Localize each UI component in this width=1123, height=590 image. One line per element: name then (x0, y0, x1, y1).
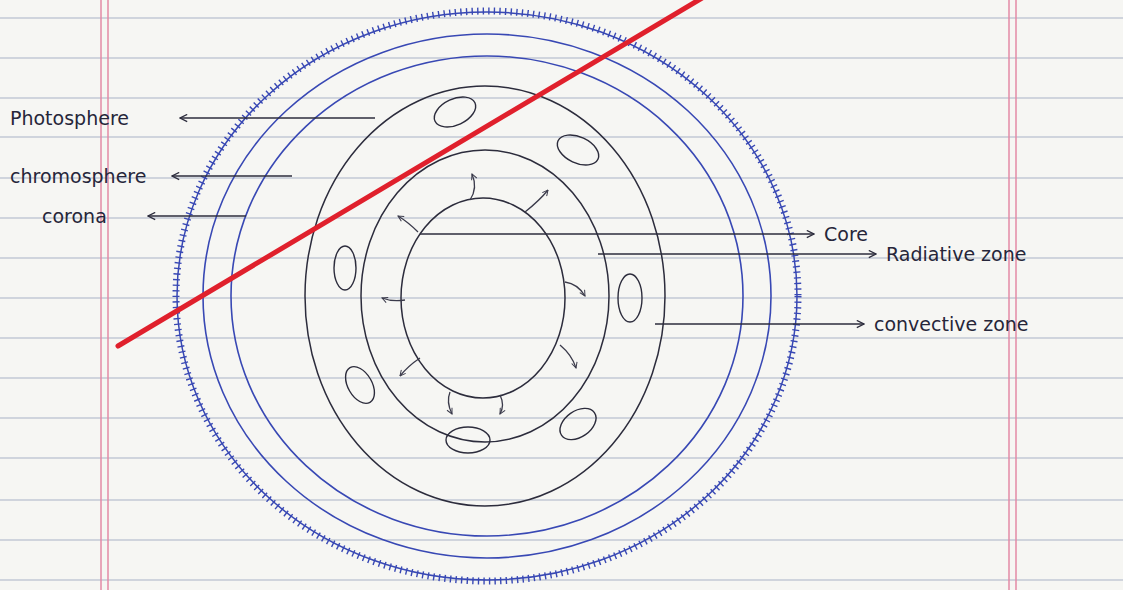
convection-cells (334, 91, 642, 453)
part-label: convective zone (872, 312, 1031, 336)
ruled-lines (0, 18, 1123, 580)
part-label: Core (822, 222, 870, 246)
part-label: corona (40, 204, 109, 228)
margin-lines (101, 0, 1016, 590)
leader-lines (148, 118, 876, 324)
strike-line (118, 0, 702, 346)
part-label: Photosphere (8, 106, 131, 130)
inner-zones (305, 86, 665, 506)
radiation-arrows (382, 174, 585, 414)
part-label: chromosphere (8, 164, 148, 188)
corona-outline (176, 11, 798, 581)
blue-rings (203, 34, 771, 558)
part-label: Radiative zone (884, 242, 1028, 266)
